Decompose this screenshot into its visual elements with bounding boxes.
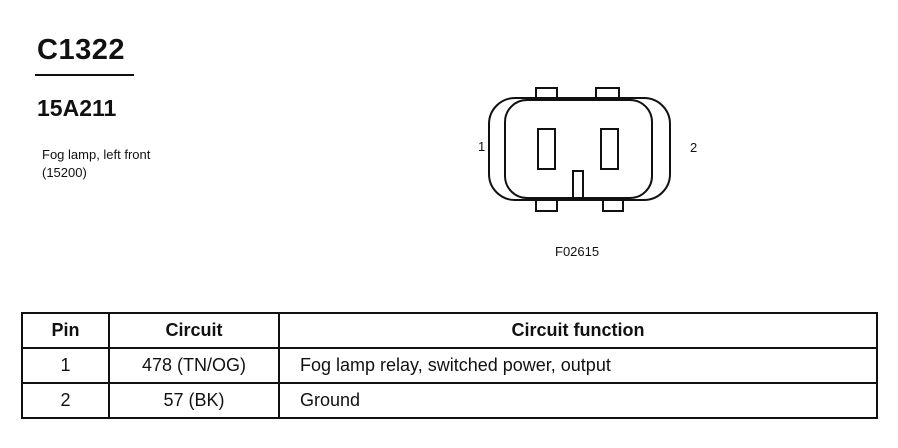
connector-id: C1322 bbox=[37, 34, 125, 66]
connector-description: Fog lamp, left front (15200) bbox=[42, 146, 150, 182]
cell-circuit-function: Fog lamp relay, switched power, output bbox=[278, 347, 878, 384]
cell-circuit: 57 (BK) bbox=[108, 382, 280, 419]
connector-bottom-tab-right bbox=[602, 199, 624, 212]
table-header-row: Pin Circuit Circuit function bbox=[21, 312, 878, 349]
cell-pin: 1 bbox=[21, 347, 110, 384]
cell-circuit-function: Ground bbox=[278, 382, 878, 419]
header-pin: Pin bbox=[21, 312, 110, 349]
connector-outer-housing bbox=[488, 97, 671, 201]
cell-circuit: 478 (TN/OG) bbox=[108, 347, 280, 384]
header-circuit-function: Circuit function bbox=[278, 312, 878, 349]
connector-bottom-tab-left bbox=[535, 199, 558, 212]
pin-2-terminal bbox=[600, 128, 619, 170]
connector-face-diagram bbox=[488, 87, 671, 212]
pin-1-label: 1 bbox=[478, 139, 486, 154]
part-number: 15A211 bbox=[37, 95, 117, 121]
table-row: 1 478 (TN/OG) Fog lamp relay, switched p… bbox=[21, 347, 878, 384]
connector-top-tab-right bbox=[595, 87, 620, 99]
title-underline bbox=[35, 74, 134, 76]
figure-code: F02615 bbox=[555, 244, 600, 259]
pin-1-terminal bbox=[537, 128, 556, 170]
connector-key bbox=[572, 170, 584, 201]
pin-2-label: 2 bbox=[690, 140, 698, 155]
header-circuit: Circuit bbox=[108, 312, 280, 349]
connector-top-tab-left bbox=[535, 87, 558, 99]
description-line-1: Fog lamp, left front bbox=[42, 147, 151, 162]
cell-pin: 2 bbox=[21, 382, 110, 419]
table-row: 2 57 (BK) Ground bbox=[21, 382, 878, 419]
description-line-2: (15200) bbox=[42, 165, 87, 180]
connector-inner-housing bbox=[504, 99, 653, 199]
pinout-table: Pin Circuit Circuit function 1 478 (TN/O… bbox=[21, 312, 878, 419]
